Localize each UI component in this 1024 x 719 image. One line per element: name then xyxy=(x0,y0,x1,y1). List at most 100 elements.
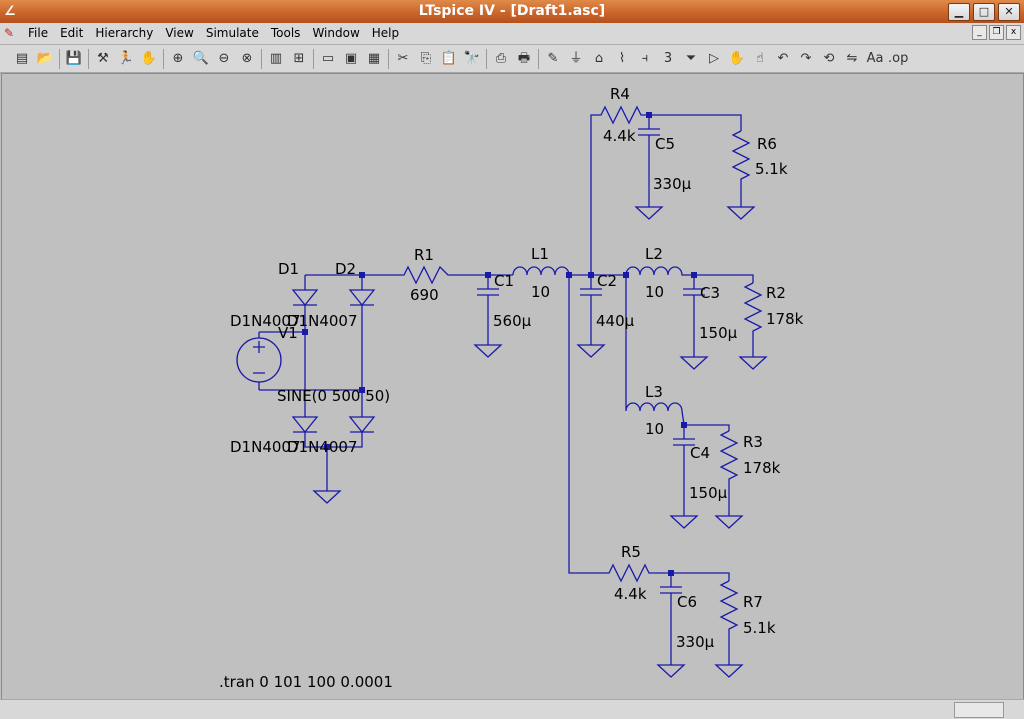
value-r5: 4.4k xyxy=(614,585,647,603)
zoom-fit-icon[interactable]: ⊗ xyxy=(241,51,253,66)
run-icon[interactable]: 🏃 xyxy=(117,51,135,66)
schematic-canvas[interactable]: R4 4.4k C5 330µ R6 5.1k D1 D2 R1 690 L1 … xyxy=(1,73,1024,700)
label-c4: C4 xyxy=(690,444,710,462)
label-r4: R4 xyxy=(610,85,630,103)
spice-directive[interactable]: .tran 0 101 100 0.0001 xyxy=(219,673,393,691)
minimize-button[interactable]: ▁ xyxy=(948,3,970,21)
control-panel-icon[interactable]: ⚒ xyxy=(97,51,109,66)
label-l2: L2 xyxy=(645,245,663,263)
label-l1: L1 xyxy=(531,245,549,263)
drag-icon[interactable]: ☝ xyxy=(756,51,764,66)
schematic-drawing[interactable]: R4 4.4k C5 330µ R6 5.1k D1 D2 R1 690 L1 … xyxy=(2,74,1023,699)
model-d3: D1N4007 xyxy=(230,438,301,456)
value-r3: 178k xyxy=(743,459,781,477)
halt-icon[interactable]: ✋ xyxy=(140,51,158,66)
value-c4: 150µ xyxy=(689,484,728,502)
maximize-button[interactable]: □ xyxy=(973,3,995,21)
toolbar-separator xyxy=(486,49,487,69)
value-c5: 330µ xyxy=(653,175,692,193)
label-r1: R1 xyxy=(414,246,434,264)
print-preview-icon[interactable]: ⎙ xyxy=(495,51,507,66)
toolbar-separator xyxy=(88,49,89,69)
spice-directive-icon[interactable]: .op xyxy=(888,51,909,66)
close-button[interactable]: ✕ xyxy=(998,3,1020,21)
label-v1: V1 xyxy=(278,324,298,342)
model-d2: D1N4007 xyxy=(287,312,358,330)
resistor-icon[interactable]: ⌇ xyxy=(618,51,626,66)
paste-icon[interactable]: 📋 xyxy=(440,51,458,66)
model-d4: D1N4007 xyxy=(287,438,358,456)
open-icon[interactable]: 📂 xyxy=(36,51,54,66)
diode-icon[interactable]: ⏷ xyxy=(685,51,697,66)
undo-icon[interactable]: ↶ xyxy=(777,51,789,66)
status-panel xyxy=(954,702,1004,718)
autorange-icon[interactable]: ▥ xyxy=(269,51,283,66)
label-l3: L3 xyxy=(645,383,663,401)
toolbar-separator xyxy=(538,49,539,69)
tile-vertical-icon[interactable]: ▦ xyxy=(367,51,381,66)
document-icon[interactable]: ✎ xyxy=(4,26,15,40)
zoom-in-icon[interactable]: ⊕ xyxy=(172,51,184,66)
print-icon[interactable]: 🖶 xyxy=(517,51,531,66)
menu-bar: ✎ File Edit Hierarchy View Simulate Tool… xyxy=(0,23,1024,45)
value-r2: 178k xyxy=(766,310,804,328)
move-icon[interactable]: ✋ xyxy=(728,51,746,66)
menu-tools[interactable]: Tools xyxy=(270,26,301,40)
mirror-icon[interactable]: ⇋ xyxy=(846,51,858,66)
label-r5: R5 xyxy=(621,543,641,561)
ltspice-logo-icon: ∠ xyxy=(4,4,16,19)
voltage-source-v1[interactable] xyxy=(236,332,282,390)
inductor-l1[interactable] xyxy=(512,266,626,276)
zoom-out-icon[interactable]: ⊖ xyxy=(218,51,230,66)
label-net-icon[interactable]: ⌂ xyxy=(594,51,604,66)
capacitor-icon[interactable]: ⫞ xyxy=(641,51,649,66)
toolbar: ▤ 📂 💾 ⚒ 🏃 ✋ ⊕ 🔍 ⊖ ⊗ ▥ ⊞ ▭ ▣ ▦ ✂ ⎘ 📋 🔭 ⎙ 🖶 ✎ ⏚ ⌂ ⌇ ⫞ 3 ⏷ ▷ ✋ ☝ ↶ ↷ ⟲ ⇋ Aa .op xyxy=(0,45,1024,73)
text-icon[interactable]: Aa xyxy=(866,51,884,66)
value-r6: 5.1k xyxy=(755,160,788,178)
label-c5: C5 xyxy=(655,135,675,153)
mdi-close-button[interactable]: x xyxy=(1006,25,1021,40)
toolbar-separator xyxy=(163,49,164,69)
component-icon[interactable]: ▷ xyxy=(709,51,719,66)
toolbar-separator xyxy=(388,49,389,69)
menu-view[interactable]: View xyxy=(165,26,194,40)
save-icon[interactable]: 💾 xyxy=(65,51,83,66)
redo-icon[interactable]: ↷ xyxy=(800,51,812,66)
menu-edit[interactable]: Edit xyxy=(60,26,84,40)
pan-icon[interactable]: 🔍 xyxy=(192,51,210,66)
menu-hierarchy[interactable]: Hierarchy xyxy=(95,26,154,40)
value-l1: 10 xyxy=(531,283,550,301)
label-r3: R3 xyxy=(743,433,763,451)
label-c6: C6 xyxy=(677,593,697,611)
draw-wire-icon[interactable]: ✎ xyxy=(547,51,559,66)
value-r4: 4.4k xyxy=(603,127,636,145)
find-icon[interactable]: 🔭 xyxy=(463,51,481,66)
bridge-rectifier[interactable] xyxy=(259,272,376,504)
value-r7: 5.1k xyxy=(743,619,776,637)
cut-icon[interactable]: ✂ xyxy=(397,51,409,66)
cascade-icon[interactable]: ▣ xyxy=(344,51,358,66)
label-c2: C2 xyxy=(597,272,617,290)
value-c3: 150µ xyxy=(699,324,738,342)
rotate-icon[interactable]: ⟲ xyxy=(823,51,835,66)
grid-icon[interactable]: ⊞ xyxy=(293,51,305,66)
title-bar: ∠ LTspice IV - [Draft1.asc] ▁ □ ✕ xyxy=(0,0,1024,23)
mdi-minimize-button[interactable]: _ xyxy=(972,25,987,40)
menu-simulate[interactable]: Simulate xyxy=(205,26,259,40)
window-title: LTspice IV - [Draft1.asc] xyxy=(418,3,606,19)
tile-horizontal-icon[interactable]: ▭ xyxy=(321,51,335,66)
toolbar-separator xyxy=(261,49,262,69)
value-c2: 440µ xyxy=(596,312,635,330)
label-r7: R7 xyxy=(743,593,763,611)
inductor-icon[interactable]: 3 xyxy=(663,51,673,66)
copy-icon[interactable]: ⎘ xyxy=(420,51,432,66)
resistor-r1[interactable] xyxy=(362,265,513,285)
menu-help[interactable]: Help xyxy=(371,26,400,40)
value-r1: 690 xyxy=(410,286,439,304)
ground-icon[interactable]: ⏚ xyxy=(569,51,583,66)
status-bar xyxy=(0,699,1024,719)
menu-window[interactable]: Window xyxy=(312,26,360,40)
mdi-restore-button[interactable]: ❐ xyxy=(989,25,1004,40)
new-schematic-icon[interactable]: ▤ xyxy=(15,51,29,66)
menu-file[interactable]: File xyxy=(28,26,49,40)
